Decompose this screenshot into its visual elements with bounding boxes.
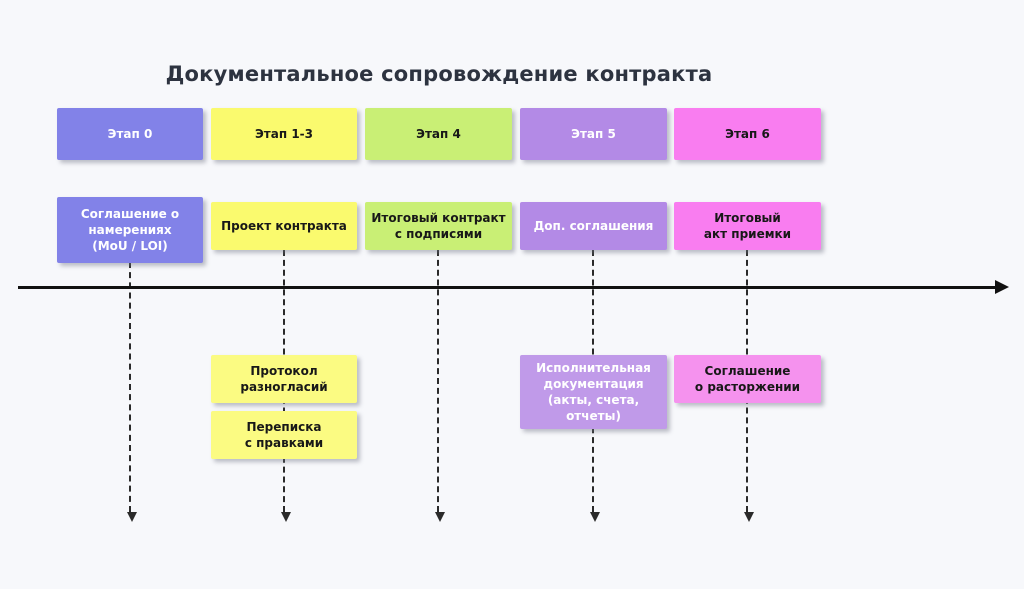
arrow-down-icon <box>744 512 754 522</box>
arrow-down-icon <box>127 512 137 522</box>
stage-header-etap-6: Этап 6 <box>674 108 821 160</box>
arrow-right-icon <box>995 280 1009 294</box>
arrow-down-icon <box>281 512 291 522</box>
stage-header-etap-4: Этап 4 <box>365 108 512 160</box>
stage-header-etap-0: Этап 0 <box>57 108 203 160</box>
doc-box-termination-agreement: Соглашение о расторжении <box>674 355 821 403</box>
doc-box-correspondence: Переписка с правками <box>211 411 357 459</box>
arrow-down-icon <box>590 512 600 522</box>
doc-box-signed-contract: Итоговый контракт с подписями <box>365 202 512 250</box>
doc-box-executive-docs: Исполнительная документация (акты, счета… <box>520 355 667 429</box>
dashed-connector-etap-0 <box>127 262 137 522</box>
doc-box-addendums: Доп. соглашения <box>520 202 667 250</box>
doc-box-contract-draft: Проект контракта <box>211 202 357 250</box>
timeline-axis <box>18 280 1009 294</box>
doc-box-mou-loi: Соглашение о намерениях (MoU / LOI) <box>57 197 203 263</box>
doc-box-acceptance-act: Итоговый акт приемки <box>674 202 821 250</box>
dashed-connector-etap-4 <box>435 250 445 522</box>
stage-header-etap-5: Этап 5 <box>520 108 667 160</box>
diagram-title: Документальное сопровождение контракта <box>165 62 713 86</box>
arrow-down-icon <box>435 512 445 522</box>
stage-header-etap-1-3: Этап 1-3 <box>211 108 357 160</box>
doc-box-disagreement-protocol: Протокол разногласий <box>211 355 357 403</box>
